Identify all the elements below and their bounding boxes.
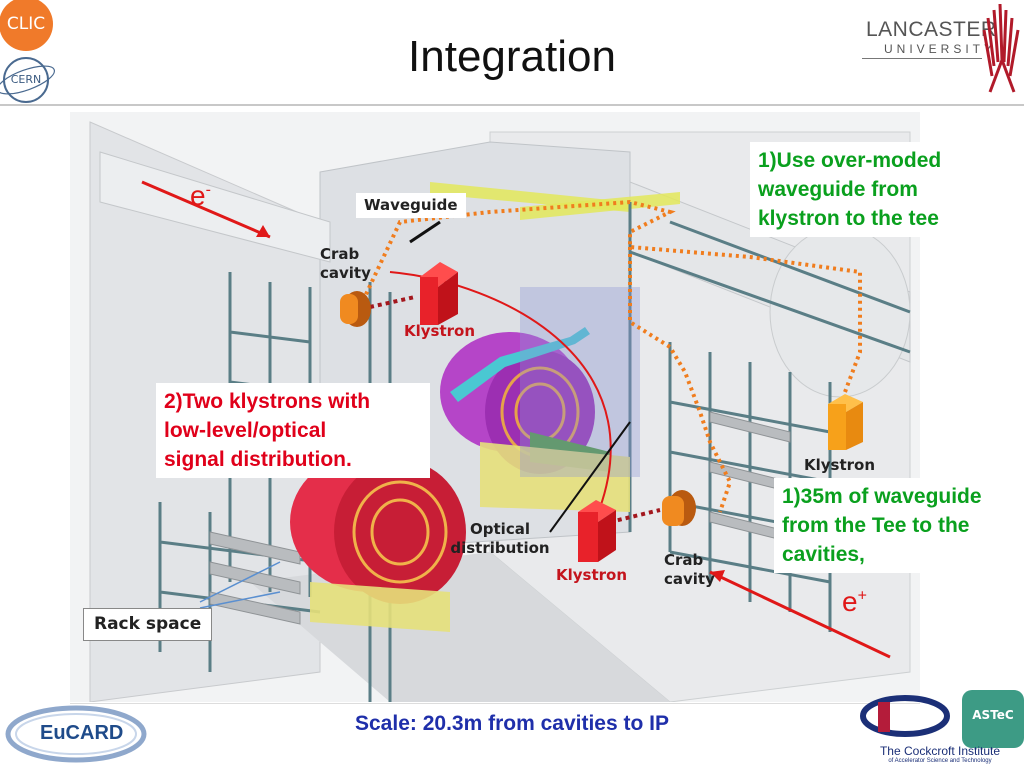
klystron-right-label: Klystron (804, 456, 876, 474)
eucard-logo-text: EuCARD (40, 722, 124, 744)
cockcroft-logo-text: The Cockcroft Institute (879, 744, 1001, 758)
crab-cavity-left-label: Crab cavity (320, 245, 371, 282)
cockcroft-logo-subtext: of Accelerator Science and Technology (888, 758, 992, 764)
crab-cavity-right-label: Crab cavity (664, 551, 715, 588)
crab-cavity-left-shape (340, 291, 371, 327)
cavern-panel (520, 287, 640, 477)
eucard-logo (5, 705, 147, 763)
callout-two-klystrons: 2)Two klystrons with low-level/optical s… (156, 383, 430, 478)
rack-space-pointers (199, 561, 281, 609)
positron-beam-arrow (709, 570, 891, 659)
klystron-bottom-label: Klystron (556, 566, 628, 584)
cyan-waveguide (450, 327, 590, 402)
waveguide-route (358, 199, 862, 513)
clic-logo-text: CLIC (6, 14, 46, 34)
callout-35m-waveguide: 1)35m of waveguide from the Tee to the c… (774, 478, 1024, 573)
lancaster-rule (862, 58, 982, 59)
slide-title: Integration (408, 32, 616, 81)
clic-cern-logo (0, 0, 55, 103)
astec-logo-text: ASTeC (972, 708, 1014, 722)
rack-shelves (209, 411, 791, 625)
lancaster-logo-subtext: UNIVERSITY (883, 42, 996, 56)
klystron-bottom-shape (578, 500, 616, 562)
cockcroft-astec-logo (860, 690, 1024, 748)
clic-logo-circle (0, 0, 53, 51)
klystron-right-shape (828, 394, 863, 450)
electron-label: e- (190, 180, 211, 211)
klystron-left-shape (420, 262, 458, 325)
electron-beam-arrow (141, 180, 271, 239)
crab-cavity-right-shape (662, 490, 696, 526)
klystron-feed (369, 295, 661, 524)
title-divider (0, 104, 1024, 106)
positron-label: e+ (842, 586, 867, 617)
klystron-left-label: Klystron (404, 322, 476, 340)
detector-assembly (290, 332, 630, 632)
scale-note: Scale: 20.3m from cavities to IP (355, 712, 669, 735)
lancaster-logo-text: LANCASTER (866, 18, 997, 41)
optical-pointer (549, 421, 631, 533)
footer-divider (70, 703, 920, 704)
waveguide-label: Waveguide (356, 193, 466, 218)
callout-overmoded-waveguide: 1)Use over-moded waveguide from klystron… (750, 142, 994, 237)
rack-space-label: Rack space (83, 608, 213, 641)
lancaster-crest-icon (982, 3, 1020, 93)
optical-distribution-label: Optical distribution (450, 520, 550, 557)
waveguide-pointer (409, 220, 441, 244)
cern-logo-text: CERN (10, 73, 42, 86)
